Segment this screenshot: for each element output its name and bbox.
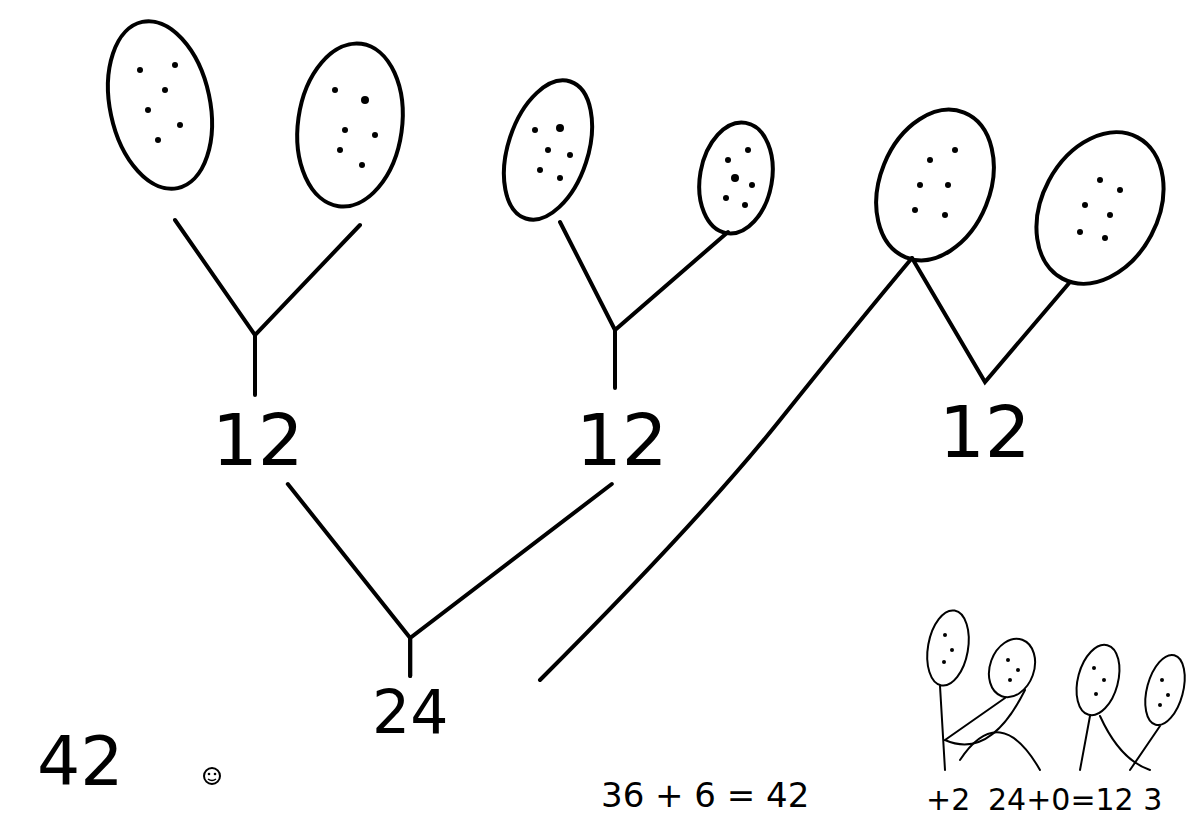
handwritten-note: 36 + 6 = 42: [597, 776, 813, 814]
number-node: 12: [206, 400, 310, 480]
number-text: 12: [576, 404, 668, 476]
branch-line: [410, 484, 612, 676]
number-text: 12: [939, 396, 1031, 468]
number-node: 24: [366, 678, 454, 746]
branch-line: [288, 484, 410, 676]
handwritten-note: 24+0=12 3: [984, 783, 1166, 817]
number-text: 12: [212, 404, 304, 476]
number-node: 12: [570, 400, 674, 480]
number-node: 12: [933, 392, 1037, 472]
handwritten-note: 42: [33, 726, 128, 798]
number-text: 24: [372, 682, 448, 742]
handwritten-note: +2: [922, 783, 974, 817]
